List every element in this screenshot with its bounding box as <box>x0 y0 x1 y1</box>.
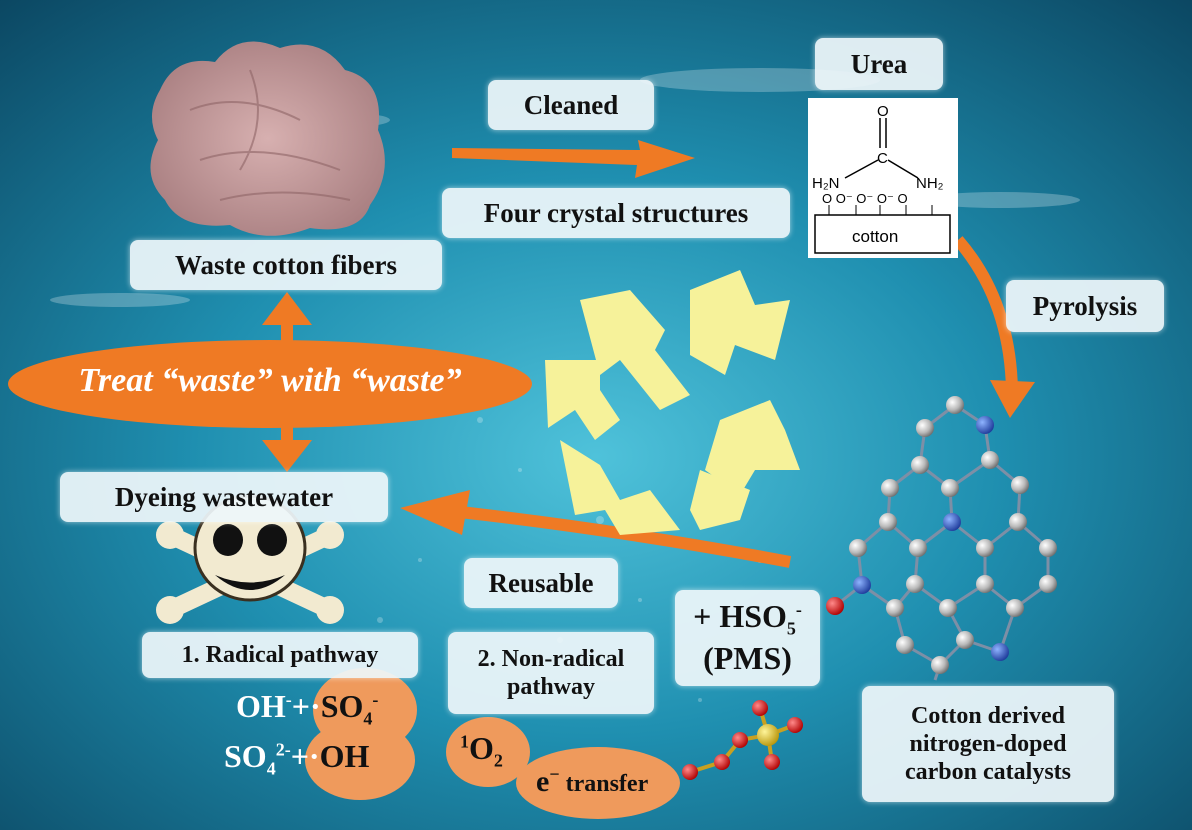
non-radical-line-1: 2. Non-radical <box>477 645 625 672</box>
label-dyeing-wastewater: Dyeing wastewater <box>60 472 388 522</box>
singlet-oxygen-blob <box>446 717 530 787</box>
pms-formula: + HSO5- <box>693 598 802 639</box>
yellow-cycle-arrows <box>545 270 800 535</box>
arrow-cleaned <box>452 140 695 178</box>
label-waste-cotton-fibers: Waste cotton fibers <box>130 240 442 290</box>
label-four-crystal-structures: Four crystal structures <box>442 188 790 238</box>
urea-h2n: H₂N <box>812 175 840 192</box>
label-pyrolysis: Pyrolysis <box>1006 280 1164 332</box>
catalyst-line-3: carbon catalysts <box>905 759 1071 786</box>
label-reusable: Reusable <box>464 558 618 608</box>
urea-o-row: O O⁻ O⁻ O⁻ O <box>822 191 908 206</box>
molecule-atoms <box>826 396 1057 674</box>
urea-o-top: O <box>877 103 889 120</box>
pms-abbrev: (PMS) <box>703 639 792 676</box>
species-electron-transfer: e− transfer <box>536 764 649 798</box>
species-so4-oh-radical: SO42-+·OH <box>224 738 370 779</box>
non-radical-line-2: pathway <box>506 674 596 700</box>
pms-molecule <box>682 700 803 780</box>
urea-c: C <box>877 150 888 167</box>
urea-nh2: NH₂ <box>916 175 944 192</box>
species-singlet-oxygen: 1O2 <box>460 730 503 771</box>
urea-cotton: cotton <box>852 227 898 246</box>
treat-waste-ellipse <box>8 340 532 428</box>
catalyst-line-1: Cotton derived <box>911 702 1065 729</box>
label-cleaned: Cleaned <box>488 80 654 130</box>
label-urea: Urea <box>815 38 943 90</box>
skull-icon <box>156 494 344 624</box>
urea-structure: O C H₂N NH₂ O O⁻ O⁻ O⁻ O cotton <box>808 98 958 258</box>
label-radical-pathway: 1. Radical pathway <box>142 632 418 678</box>
label-catalyst: Cotton derived nitrogen-doped carbon cat… <box>862 686 1114 802</box>
label-pms: + HSO5- (PMS) <box>675 590 820 686</box>
label-treat-waste: Treat “waste” with “waste” <box>78 362 462 399</box>
oh-radical-blob <box>305 720 415 800</box>
catalyst-line-2: nitrogen-doped <box>909 730 1067 757</box>
label-non-radical-pathway: 2. Non-radical pathway <box>448 632 654 714</box>
waste-cotton-image <box>150 41 385 236</box>
species-oh-so4-radical: OH-+·SO4- <box>236 688 379 729</box>
arrow-pyrolysis <box>953 236 1035 418</box>
electron-transfer-blob <box>516 747 680 819</box>
